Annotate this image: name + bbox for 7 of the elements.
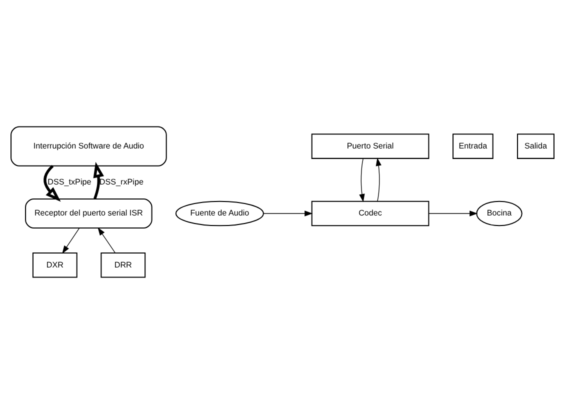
arrow (359, 158, 365, 202)
arrow (62, 228, 80, 254)
arrow (376, 158, 382, 202)
arrow (93, 162, 104, 200)
arrow (98, 227, 116, 254)
arrow (263, 210, 313, 216)
arrow (428, 210, 478, 216)
